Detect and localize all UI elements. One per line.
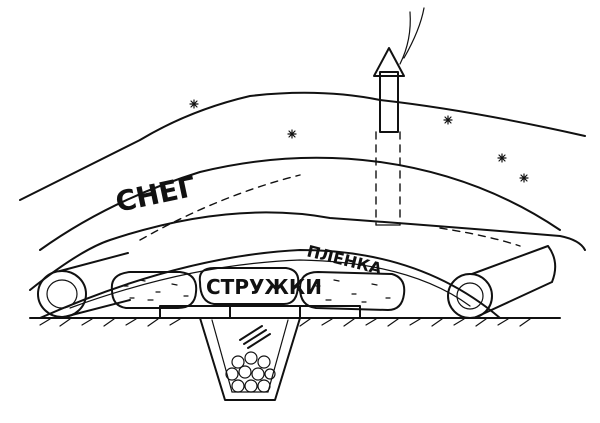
snow-label: СНЕГ: [113, 170, 199, 219]
shavings-texture: [123, 279, 391, 303]
shavings-bags: [110, 267, 406, 311]
ground-hatching: [39, 318, 531, 327]
log-right: [447, 245, 557, 319]
film-layer: [39, 249, 501, 319]
log-left: [37, 252, 131, 318]
drainage-pit: [199, 317, 301, 401]
snowflakes: [189, 99, 529, 183]
snow-surface: [19, 91, 586, 201]
pit-inner-line: [211, 319, 289, 393]
pit-stones: [225, 351, 276, 393]
vent-pipe: [373, 7, 425, 226]
film-layer-inner: [69, 259, 471, 309]
pit-pipes: [239, 325, 271, 349]
snow-hidden-line-right: [439, 227, 521, 247]
floor-boards: [159, 305, 361, 319]
shavings-label: СТРУЖКИ: [206, 275, 322, 299]
snow-mound-outline: [29, 211, 586, 291]
snow-surface-inner: [39, 156, 561, 251]
